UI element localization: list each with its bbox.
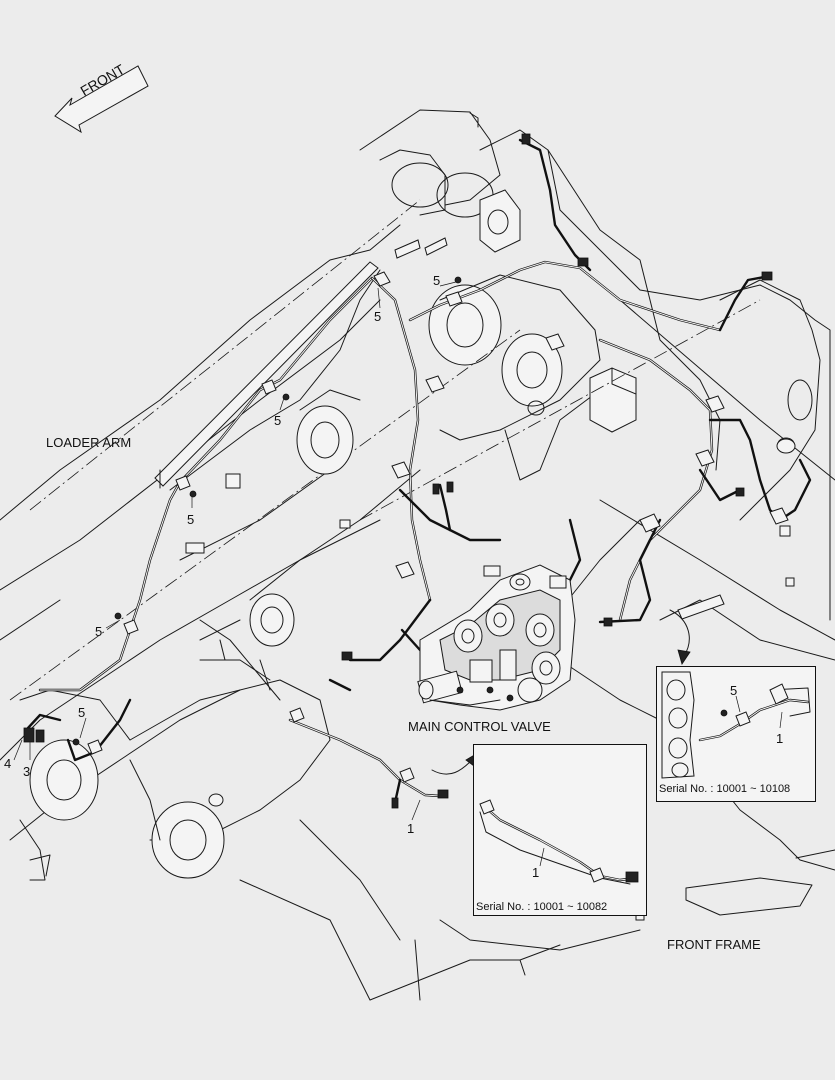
callout-5-top: 5 <box>433 273 441 288</box>
inset-serial-label-10082: Serial No. : 10001 ~ 10082 <box>476 901 608 913</box>
clamps <box>87 271 789 783</box>
front-frame-label: FRONT FRAME <box>667 937 761 952</box>
callout-1-inset-b: 1 <box>532 865 540 880</box>
callout-1-main: 1 <box>407 821 415 836</box>
callout-5-arm-mid: 5 <box>274 413 282 428</box>
main-control-valve <box>417 564 576 711</box>
inset-serial-label-10108: Serial No. : 10001 ~ 10108 <box>659 783 791 795</box>
front-frame-outline <box>359 109 835 1001</box>
callout-1-inset-a: 1 <box>776 731 784 746</box>
callout-4: 4 <box>4 756 12 771</box>
callout-leaders <box>13 281 457 821</box>
callout-5-arm-low: 5 <box>187 512 195 527</box>
callout-3: 3 <box>23 764 31 779</box>
callout-5-arm-end: 5 <box>78 705 86 720</box>
callout-5-arm-lower: 5 <box>95 624 103 639</box>
callout-5-arm-top: 5 <box>374 309 382 324</box>
inset-serial-10082 <box>473 744 647 916</box>
callout-5-inset-a: 5 <box>730 683 738 698</box>
front-arrow-icon <box>54 65 149 134</box>
loader-arm-outline <box>0 199 761 1001</box>
main-control-valve-label: MAIN CONTROL VALVE <box>408 719 551 734</box>
loader-arm-label: LOADER ARM <box>46 435 132 450</box>
bolts <box>72 276 462 746</box>
